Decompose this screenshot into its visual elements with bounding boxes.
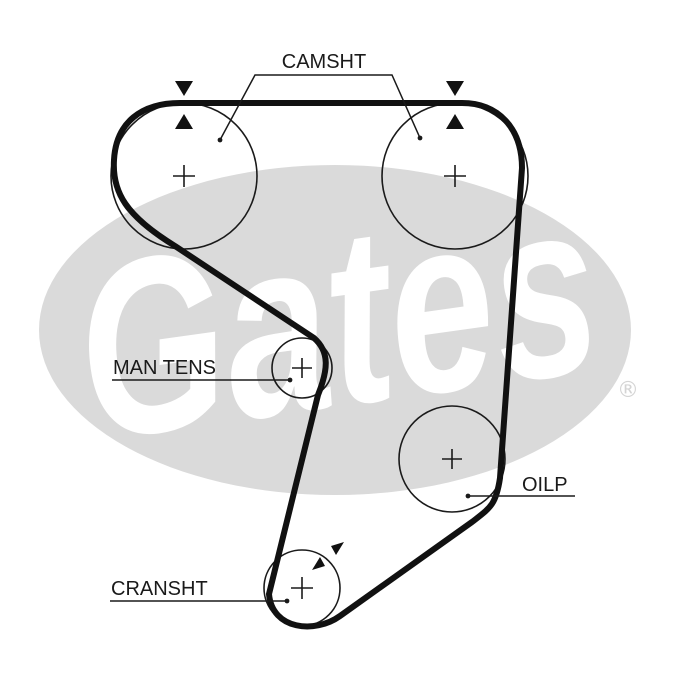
timing-belt [110,100,525,630]
camshaft-left-timing-mark-icon [175,81,193,96]
camshaft-left-timing-mark-icon [175,114,193,129]
crankshaft-center-mark [291,577,313,599]
crankshaft-timing-mark-icon [331,542,344,555]
crankshaft-timing-mark-icon [312,557,325,570]
crankshaft-label: CRANSHT [111,578,208,600]
camshaft-left-pointer-dot [217,137,223,143]
oil-pump-label: OILP [522,474,568,496]
camshaft-right-center-mark [444,165,466,187]
manual-tensioner-pulley [271,337,333,399]
gates-watermark-logo: Gates ® [39,144,639,495]
registered-mark: ® [617,378,639,403]
camshaft-right-pointer-dot [417,135,423,141]
manual-tensioner-label: MAN TENS [113,357,216,379]
camshaft-right-timing-mark-icon [446,81,464,96]
tensioner-center-mark [292,358,312,378]
tensioner-pointer-dot [287,377,293,383]
oil-pump-center-mark [442,449,462,469]
camshaft-left-center-mark [173,165,195,187]
camshaft-right-timing-mark-icon [446,114,464,129]
oil-pump-pulley [398,405,506,513]
oil-pump-pointer-dot [465,493,471,499]
camshaft-label: CAMSHT [282,51,366,73]
camshaft-leader-line [219,74,421,141]
crankshaft-pointer-dot [284,598,290,604]
